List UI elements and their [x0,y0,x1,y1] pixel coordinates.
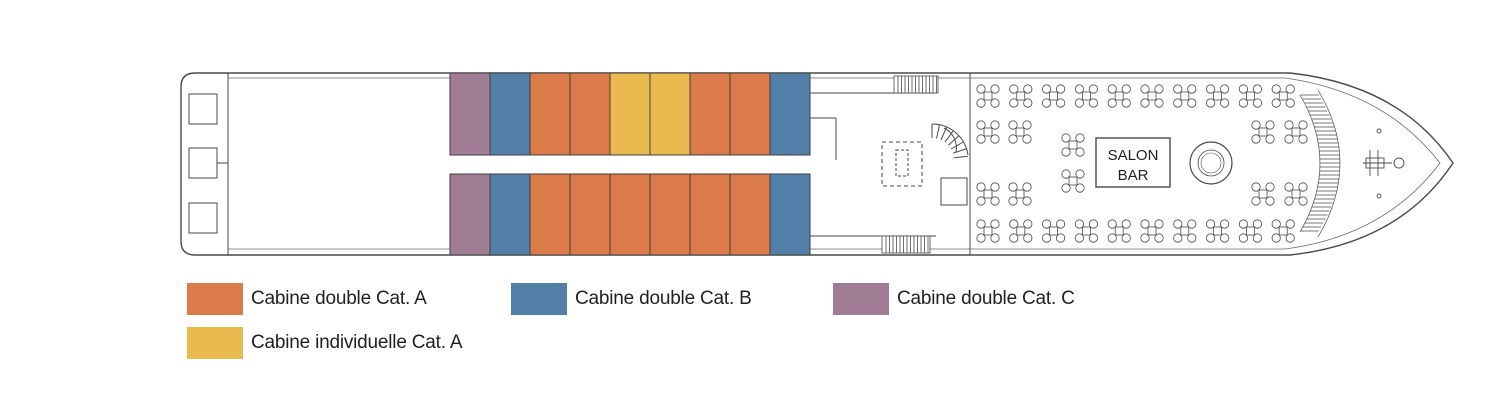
legend-item-cat-c-double: Cabine double Cat. C [833,283,1075,315]
staircase-bottom [881,235,931,254]
salon-table [1284,120,1308,144]
legend-item-cat-a-double: Cabine double Cat. A [187,283,427,315]
salon-table [1251,182,1275,206]
legend-label-cat-a-single: Cabine individuelle Cat. A [251,332,463,353]
ship-hull [180,72,1454,256]
salon-table [1009,219,1033,243]
spiral-staircase [931,123,969,159]
cabin-double-cat-b [769,173,811,256]
spiral-step [950,141,964,150]
legend-swatch-cat-c-double [833,283,889,315]
salon-label-line1: SALON [1108,147,1159,164]
salon-bar-box [1095,137,1171,188]
cabin-double-cat-a [689,72,731,156]
cabin-double-cat-a [569,72,611,156]
legend-item-cat-a-single: Cabine individuelle Cat. A [187,327,463,359]
cabin-double-cat-a [609,173,651,256]
cabin-double-cat-a [529,173,571,256]
spiral-step [940,126,948,141]
salon-table [976,120,1000,144]
salon-table [1061,169,1085,193]
salon-table [1009,84,1033,108]
staircase-top [893,75,939,94]
cabin-row-top [449,72,811,156]
salon-table [1206,219,1230,243]
salon-tables [976,84,1308,243]
bow-windlass [1363,128,1405,199]
stern-fittings [188,93,228,234]
lift-area [881,141,968,206]
salon-table [1140,219,1164,243]
legend-label-cat-c-double: Cabine double Cat. C [897,288,1075,309]
legend-label-cat-b-double: Cabine double Cat. B [575,288,752,309]
salon-table [1107,219,1131,243]
salon-table [1206,84,1230,108]
salon-table [1238,219,1263,243]
cabin-double-cat-b [489,173,531,256]
salon-table [1173,84,1197,108]
cabin-double-cat-a [729,173,771,256]
salon-table [1173,219,1197,243]
cabin-double-cat-b [489,72,531,156]
salon-table [1284,182,1308,206]
bow-stairs [1299,89,1341,238]
cabin-double-cat-b [769,72,811,156]
salon-table [1074,219,1099,243]
spiral-step [936,124,940,139]
salon-table [1008,120,1032,144]
legend-swatch-cat-b-double [511,283,567,315]
cabin-double-cat-a [529,72,571,156]
cabin-double-cat-c [449,72,491,156]
salon-table [1074,84,1099,108]
spiral-step [952,148,967,154]
cabin-double-cat-a [649,173,691,256]
round-feature [1189,141,1233,185]
legend-label-cat-a-double: Cabine double Cat. A [251,288,427,309]
cabin-double-cat-a [729,72,771,156]
spiral-step [948,135,960,146]
salon-table [1238,84,1263,108]
legend-swatch-cat-a-double [187,283,243,315]
cabin-row-bottom [449,173,811,256]
hull-inner-line [228,77,1441,250]
cabin-single-cat-a [649,72,691,156]
spiral-step [953,155,968,159]
cabin-double-cat-c [449,173,491,256]
salon-table [1061,133,1085,157]
legend-item-cat-b-double: Cabine double Cat. B [511,283,752,315]
spiral-step [944,130,954,143]
salon-table [976,182,1000,206]
cabin-single-cat-a [609,72,651,156]
cabin-double-cat-a [569,173,611,256]
legend-swatch-cat-a-single [187,327,243,359]
salon-table [1042,219,1066,243]
salon-table [1107,84,1131,108]
salon-table [1271,219,1295,243]
salon-table [976,219,1000,243]
salon-table [1271,84,1295,108]
salon-table [1042,84,1066,108]
cabin-double-cat-a [689,173,731,256]
salon-table [1140,84,1164,108]
salon-label-line2: BAR [1118,167,1149,184]
salon-table [1251,120,1275,144]
salon-table [976,84,1000,108]
salon-table [1008,182,1032,206]
